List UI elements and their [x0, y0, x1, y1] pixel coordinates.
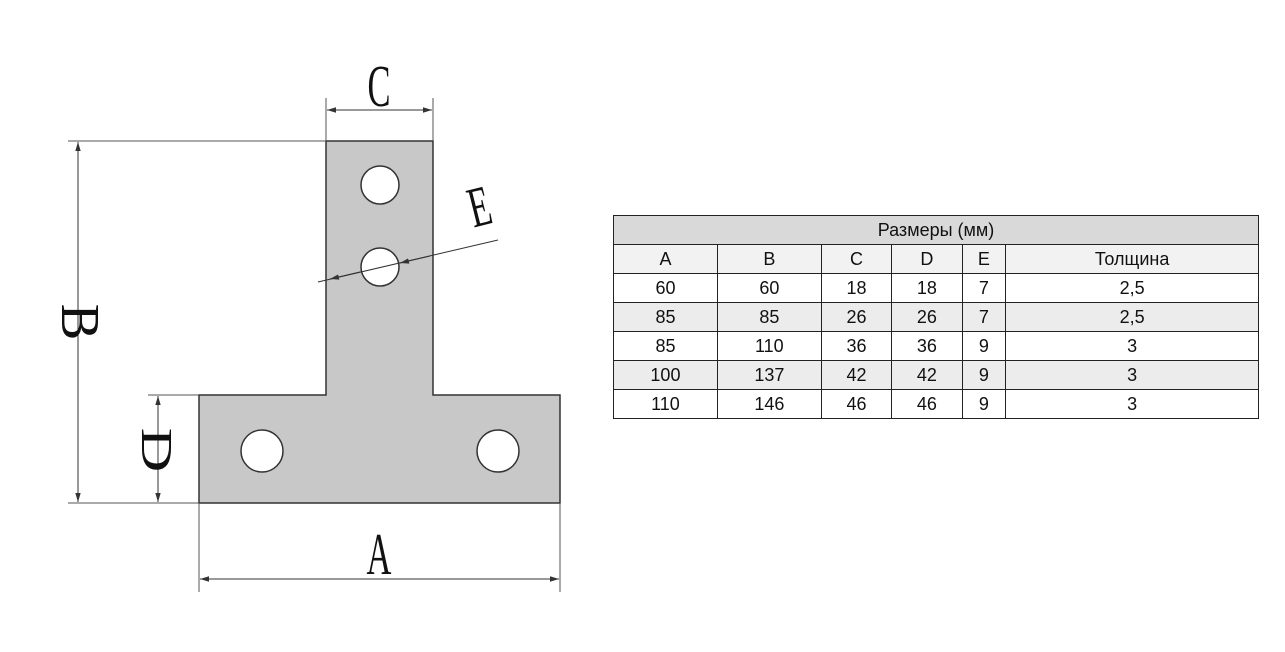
table-cell: 110	[613, 389, 718, 419]
table-cell: 2,5	[1005, 273, 1259, 303]
table-cell: 26	[820, 302, 893, 332]
table-cell: 18	[891, 273, 963, 303]
table-cell: 7	[961, 302, 1007, 332]
table-cell: 3	[1005, 389, 1259, 419]
table-cell: 9	[961, 389, 1007, 419]
dimension-label-b: B	[50, 304, 111, 341]
table-cell: 46	[891, 389, 963, 419]
table-cell: 9	[961, 360, 1007, 390]
table-cell: 9	[961, 331, 1007, 361]
t-plate-drawing: C B D A E	[50, 53, 561, 592]
table-cell: 26	[891, 302, 963, 332]
dimension-label-c: C	[367, 53, 390, 119]
dimension-label-e: E	[462, 174, 498, 240]
column-header-e: E	[961, 244, 1007, 274]
dimension-label-a: A	[367, 521, 392, 587]
table-header-row: A B C D E Толщина	[613, 244, 1259, 274]
table-cell: 110	[716, 331, 822, 361]
table-cell: 46	[820, 389, 893, 419]
mounting-hole-middle	[360, 247, 400, 287]
column-header-b: B	[716, 244, 822, 274]
dimension-label-d: D	[132, 428, 181, 472]
mounting-hole-left	[240, 429, 284, 473]
dimension-c	[325, 98, 434, 141]
column-header-thickness: Толщина	[1005, 244, 1259, 274]
table-cell: 60	[613, 273, 718, 303]
column-header-d: D	[891, 244, 963, 274]
table-cell: 137	[716, 360, 822, 390]
table-cell: 7	[961, 273, 1007, 303]
table-title: Размеры (мм)	[613, 215, 1259, 245]
column-header-c: C	[820, 244, 893, 274]
dimension-d	[148, 394, 199, 502]
table-cell: 60	[716, 273, 822, 303]
table-cell: 18	[820, 273, 893, 303]
dimension-b	[68, 140, 326, 504]
dimension-e	[317, 239, 499, 283]
column-header-a: A	[613, 244, 718, 274]
table-cell: 42	[820, 360, 893, 390]
table-cell: 85	[613, 331, 718, 361]
table-cell: 146	[716, 389, 822, 419]
mounting-hole-right	[476, 429, 520, 473]
dimension-a	[198, 503, 561, 592]
table-cell: 3	[1005, 331, 1259, 361]
table-cell: 42	[891, 360, 963, 390]
table-cell: 85	[716, 302, 822, 332]
table-cell: 3	[1005, 360, 1259, 390]
table-cell: 2,5	[1005, 302, 1259, 332]
mounting-hole-top	[360, 165, 400, 205]
table-cell: 85	[613, 302, 718, 332]
table-cell: 36	[891, 331, 963, 361]
table-cell: 100	[613, 360, 718, 390]
table-cell: 36	[820, 331, 893, 361]
